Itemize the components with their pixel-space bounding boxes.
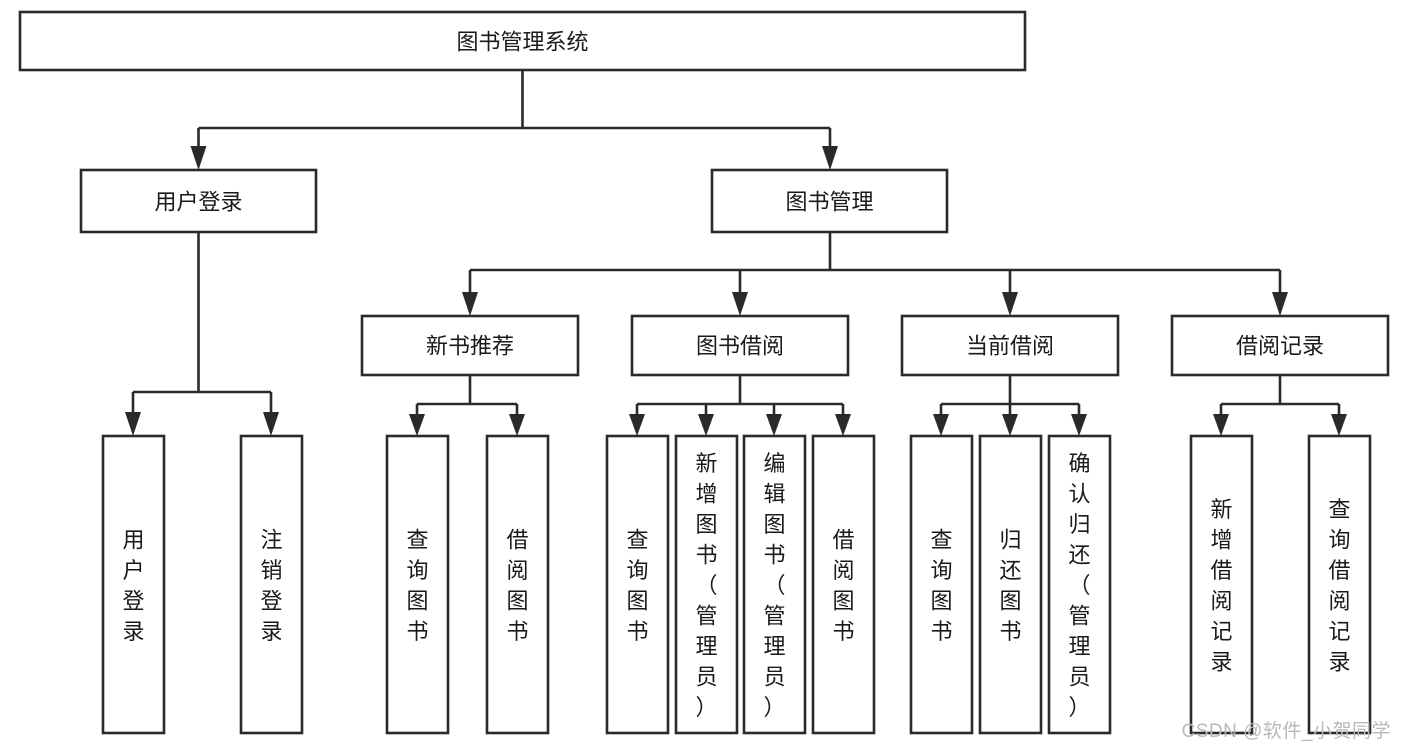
leaf-node-borrow-record-add[interactable]: 新增借阅记录 [1189,434,1254,735]
connector-group-book-borrow [629,375,851,436]
leaf-node-user-login-login[interactable]: 用户登录 [101,434,166,735]
node-user-login-box [79,168,318,234]
leaf-book-borrow-add-label: 新增图书（管理员） [695,451,717,720]
arrow-bm-to-new-book [462,292,478,316]
arrow-bm-to-book-borrow [732,292,748,316]
node-current-borrow-box [900,314,1120,377]
node-book-borrow[interactable]: 图书借阅 [630,314,850,377]
leaf-current-borrow-confirm-box [1047,434,1112,735]
leaf-node-current-borrow-return[interactable]: 归还图书 [978,434,1043,735]
leaf-node-book-borrow-borrow[interactable]: 借阅图书 [811,434,876,735]
node-user-login-label: 用户登录 [154,190,242,215]
connector-group-book-manage [462,232,1288,316]
node-borrow-record[interactable]: 借阅记录 [1170,314,1390,377]
node-root-label: 图书管理系统 [456,30,588,55]
leaf-book-borrow-query-label: 查询图书 [626,527,648,644]
leaf-user-login-logout-box [239,434,304,735]
leaf-node-new-book-query[interactable]: 查询图书 [385,434,450,735]
leaf-current-borrow-confirm-label: 确认归还（管理员） [1068,451,1090,720]
node-book-borrow-box [630,314,850,377]
node-borrow-record-label: 借阅记录 [1236,334,1324,359]
leaf-book-borrow-borrow-box [811,434,876,735]
leaf-borrow-record-query-label: 查询借阅记录 [1328,497,1350,675]
arrow-cb-to-leaf-0 [933,414,949,436]
leaf-borrow-record-add-label: 新增借阅记录 [1210,497,1232,675]
leaf-node-book-borrow-edit[interactable]: 编辑图书（管理员） [742,434,807,735]
leaf-user-login-login-box [101,434,166,735]
node-new-book-recommend-box [360,314,580,377]
connector-group-new-book [409,375,525,436]
leaf-book-borrow-add-box [674,434,739,735]
leaf-node-current-borrow-query[interactable]: 查询图书 [909,434,974,735]
arrow-br-to-leaf-0 [1213,414,1229,436]
arrow-bm-to-borrow-record [1272,292,1288,316]
arrow-bb-to-leaf-3 [835,414,851,436]
leaf-node-book-borrow-add[interactable]: 新增图书（管理员） [674,434,739,735]
arrow-nb-to-leaf-0 [409,414,425,436]
node-root-box [18,10,1027,72]
arrow-bb-to-leaf-0 [629,414,645,436]
node-user-login[interactable]: 用户登录 [79,168,318,234]
arrow-bb-to-leaf-1 [698,414,714,436]
leaf-user-login-login-label: 用户登录 [122,527,144,644]
leaf-book-borrow-borrow-label: 借阅图书 [832,527,854,644]
leaf-node-book-borrow-query[interactable]: 查询图书 [605,434,670,735]
leaf-node-new-book-borrow[interactable]: 借阅图书 [485,434,550,735]
leaf-new-book-borrow-box [485,434,550,735]
arrow-br-to-leaf-1 [1331,414,1347,436]
node-new-book-recommend-label: 新书推荐 [426,334,514,359]
leaf-new-book-query-label: 查询图书 [406,527,428,644]
leaf-current-borrow-query-box [909,434,974,735]
leaf-current-borrow-query-label: 查询图书 [930,527,952,644]
arrow-cb-to-leaf-2 [1071,414,1087,436]
leaf-book-borrow-edit-box [742,434,807,735]
node-new-book-recommend[interactable]: 新书推荐 [360,314,580,377]
arrow-ul-to-leaf-1 [263,412,279,436]
node-book-management[interactable]: 图书管理 [710,168,949,234]
arrow-root-to-book-manage [822,146,838,170]
node-book-borrow-label: 图书借阅 [696,334,784,359]
node-root-book-management-system[interactable]: 图书管理系统 [18,10,1027,72]
leaf-node-current-borrow-confirm[interactable]: 确认归还（管理员） [1047,434,1112,735]
leaf-book-borrow-query-box [605,434,670,735]
node-borrow-record-box [1170,314,1390,377]
arrow-nb-to-leaf-1 [509,414,525,436]
node-current-borrow-label: 当前借阅 [966,334,1054,359]
leaf-user-login-logout-label: 注销登录 [260,527,282,644]
leaf-new-book-query-box [385,434,450,735]
connector-group-current-borrow [933,375,1087,436]
arrow-root-to-user-login [190,146,207,170]
node-book-management-label: 图书管理 [785,190,873,215]
arrow-bb-to-leaf-2 [766,414,782,436]
arrow-ul-to-leaf-0 [125,412,141,436]
leaf-new-book-borrow-label: 借阅图书 [506,527,528,644]
leaf-current-borrow-return-label: 归还图书 [999,527,1021,644]
connector-group-borrow-record [1213,375,1347,436]
arrow-cb-to-leaf-1 [1002,414,1018,436]
leaf-borrow-record-add-box [1189,434,1254,735]
node-book-management-box [710,168,949,234]
leaf-node-borrow-record-query[interactable]: 查询借阅记录 [1307,434,1372,735]
leaf-book-borrow-edit-label: 编辑图书（管理员） [763,451,785,720]
connector-group-user-login [125,232,279,436]
leaf-current-borrow-return-box [978,434,1043,735]
leaf-node-user-login-logout[interactable]: 注销登录 [239,434,304,735]
node-current-borrow[interactable]: 当前借阅 [900,314,1120,377]
arrow-bm-to-current-borrow [1002,292,1018,316]
leaf-borrow-record-query-box [1307,434,1372,735]
connector-group-root [190,70,838,170]
